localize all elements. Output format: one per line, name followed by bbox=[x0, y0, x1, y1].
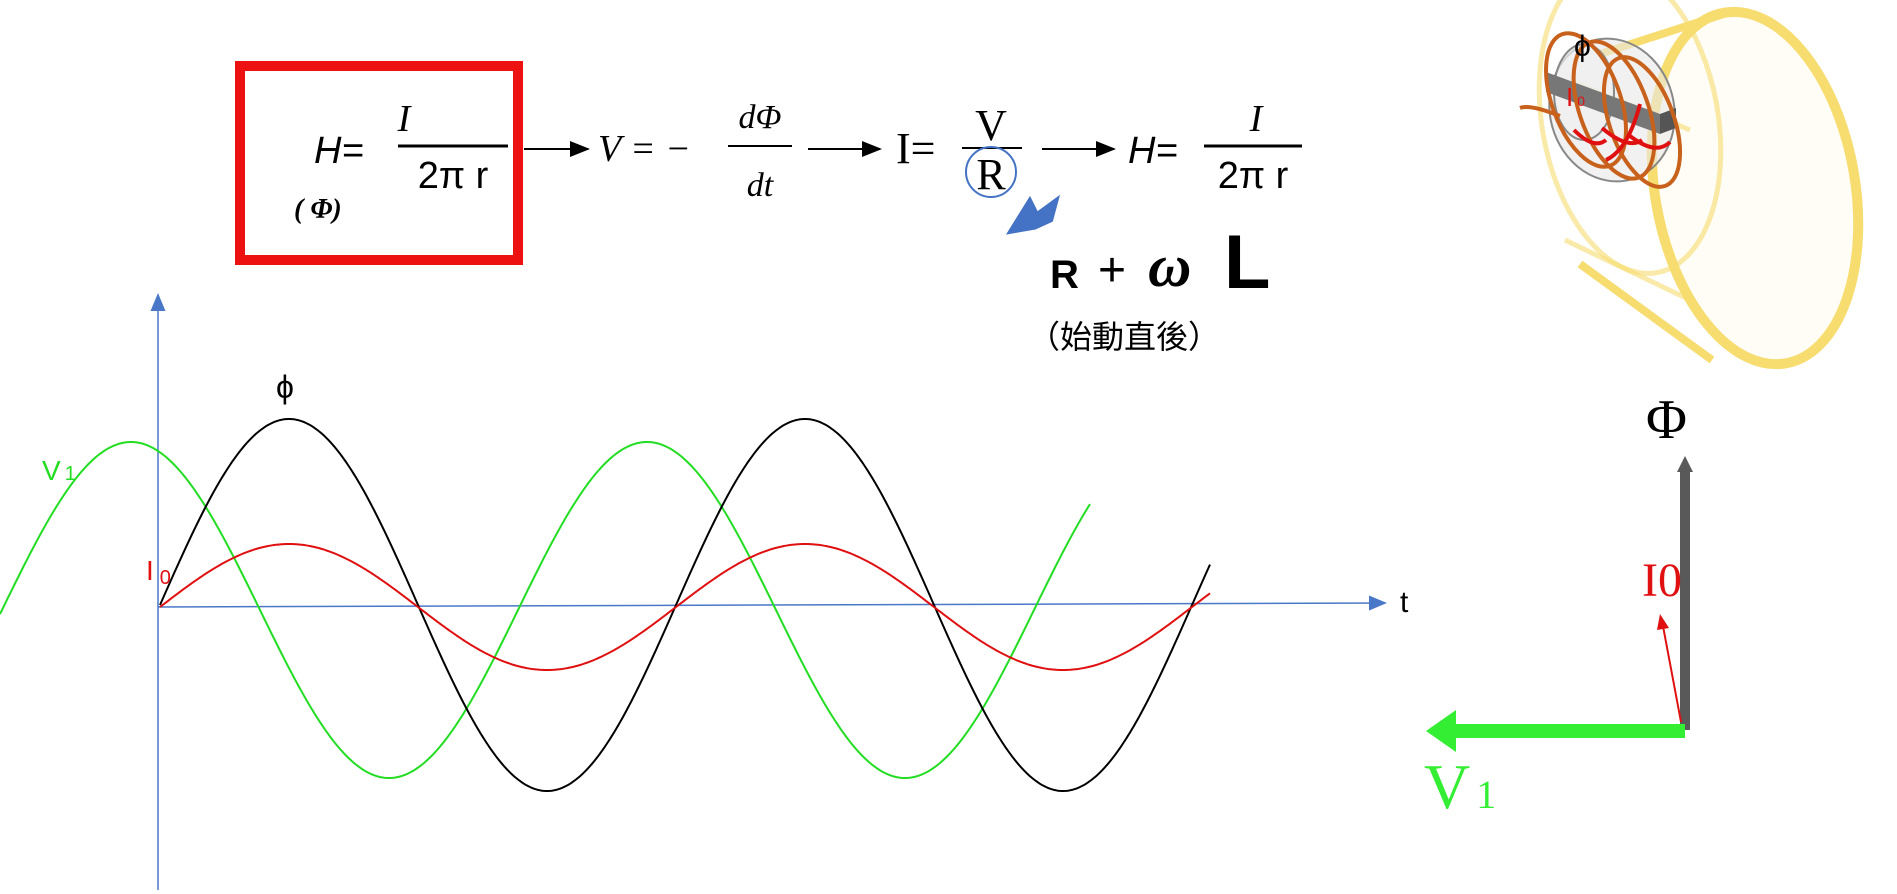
startup-note: （始動直後） bbox=[1028, 319, 1220, 355]
phi-wave-label: ϕ bbox=[276, 369, 294, 405]
v-equals-label: V = − bbox=[598, 128, 691, 170]
phi-phasor-head bbox=[1677, 456, 1693, 472]
current-arrows bbox=[1572, 103, 1672, 162]
v-numerator: dΦ bbox=[739, 99, 782, 136]
phi-phasor bbox=[1680, 470, 1690, 730]
phi-paren-label: ( Φ) bbox=[294, 194, 342, 225]
i0-phasor-head bbox=[1657, 614, 1669, 630]
v1-phasor bbox=[1450, 724, 1685, 738]
replacement-plus: + bbox=[1098, 244, 1126, 297]
phasor-i0-label: I0 bbox=[1642, 554, 1682, 607]
v1-waveform bbox=[0, 441, 1091, 779]
phasor-phi-label: Φ bbox=[1646, 389, 1687, 451]
r-circle-highlight bbox=[965, 146, 1017, 198]
replacement-l: L bbox=[1224, 220, 1270, 305]
v-denominator: dt bbox=[747, 167, 775, 204]
v1-phasor-head bbox=[1426, 710, 1456, 752]
h2-numerator-i: I bbox=[1249, 98, 1265, 140]
replacement-r: R bbox=[1050, 253, 1079, 297]
t-axis-label: t bbox=[1400, 586, 1409, 619]
i0-phasor bbox=[1662, 625, 1682, 723]
pointer-arrow-icon bbox=[1005, 194, 1061, 235]
h2-denominator: 2π r bbox=[1218, 155, 1289, 197]
coil-windings bbox=[1519, 31, 1683, 189]
phi-waveform bbox=[159, 418, 1211, 792]
h2-equals-label: H= bbox=[1128, 130, 1178, 172]
replacement-omega: ω bbox=[1148, 233, 1191, 299]
i0-waveform bbox=[159, 543, 1211, 671]
h-equals-label: H= bbox=[314, 130, 364, 172]
i-equals-label: I= bbox=[896, 124, 935, 173]
i-numerator-v: V bbox=[975, 101, 1007, 150]
i-denominator-r: R bbox=[976, 150, 1006, 199]
formula-row: H= I 2π r ( Φ) V = − dΦ dt I= V R H= I 2… bbox=[235, 61, 1302, 355]
h-numerator-i: I bbox=[397, 98, 413, 140]
x-axis bbox=[157, 595, 1387, 611]
h-denominator: 2π r bbox=[418, 155, 489, 197]
highlight-frame bbox=[235, 61, 523, 265]
coil-phi-label: ϕ bbox=[1574, 30, 1591, 63]
